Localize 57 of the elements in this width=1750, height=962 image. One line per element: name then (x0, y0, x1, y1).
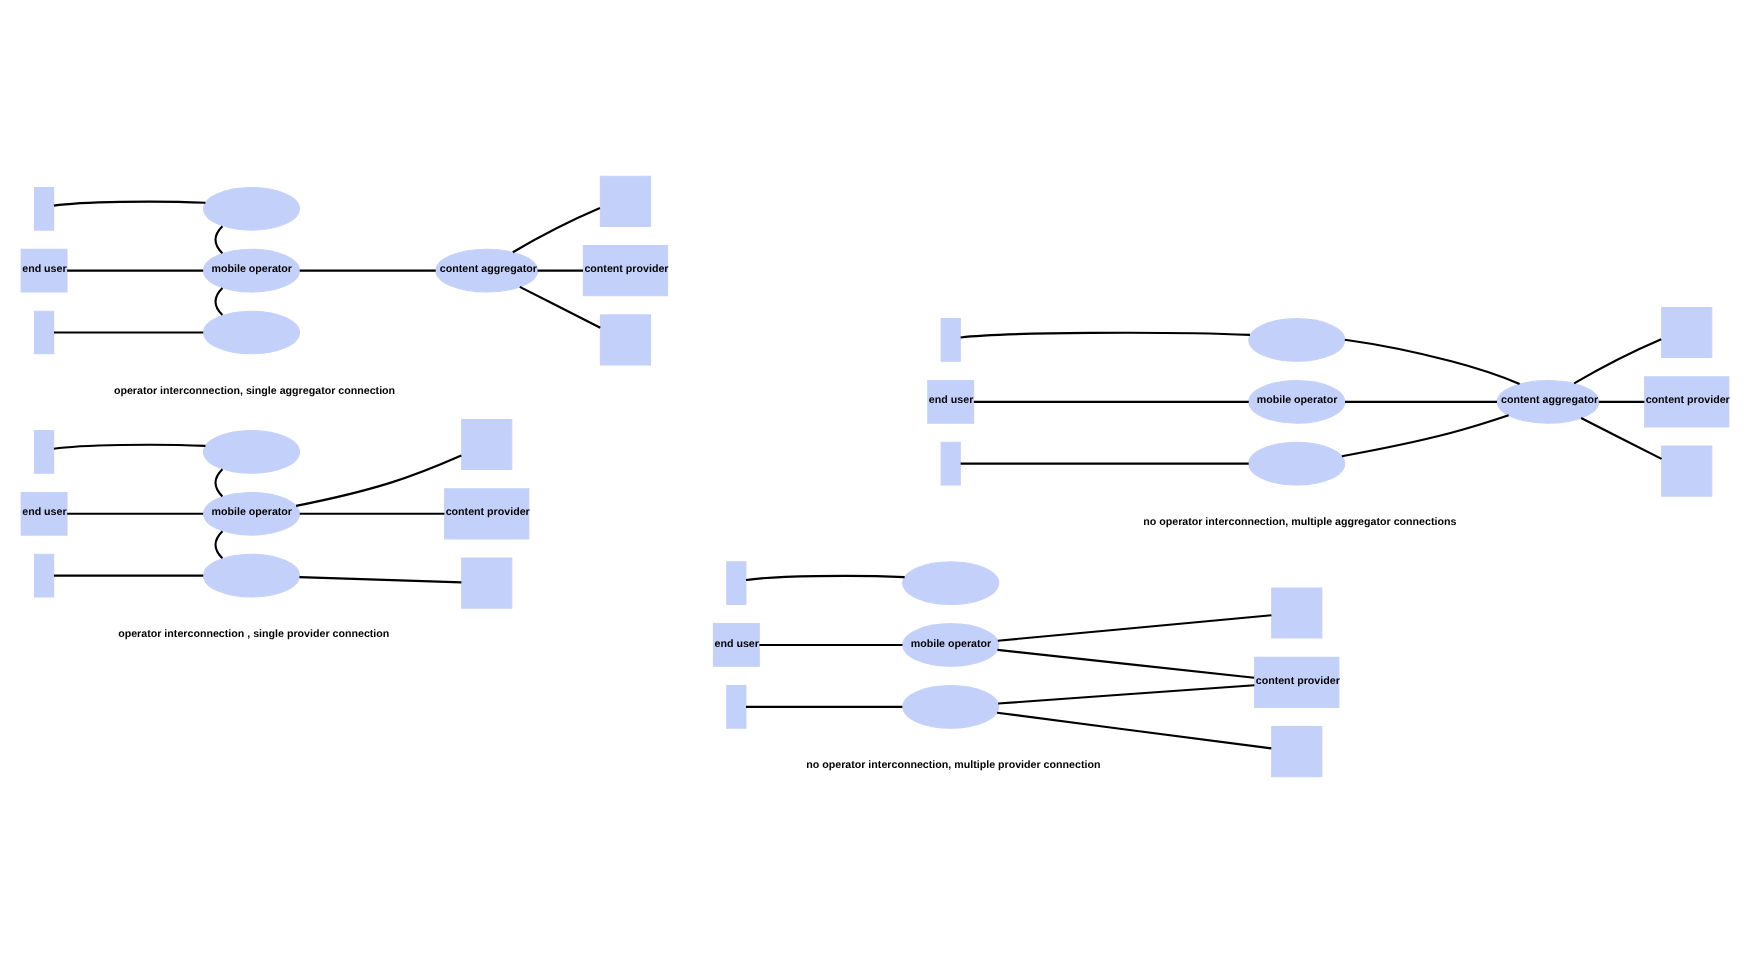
node-bar (33, 553, 55, 598)
connector (53, 443, 206, 450)
connector (299, 512, 445, 515)
connector (1598, 400, 1645, 403)
node-bar (940, 318, 961, 362)
connector (960, 331, 1250, 339)
node-ellipse (1248, 441, 1346, 486)
node-ellipse (1248, 318, 1346, 362)
connector (67, 269, 204, 272)
connector (214, 530, 224, 559)
node-ellipse (902, 684, 1000, 729)
connector (299, 269, 436, 272)
node-box (1271, 726, 1323, 778)
connector (67, 512, 204, 515)
connector (53, 331, 204, 334)
connector (1580, 417, 1662, 460)
connector (997, 648, 1255, 679)
connector (745, 574, 905, 582)
node-ellipse (202, 186, 300, 231)
connector (53, 574, 204, 577)
connector (295, 454, 462, 507)
node-box (461, 557, 513, 609)
connector (53, 200, 206, 207)
connector (519, 285, 601, 329)
connector (537, 269, 584, 272)
node-box (1661, 445, 1713, 497)
node-box (461, 418, 513, 471)
connector (997, 614, 1272, 642)
node-bar (33, 186, 55, 231)
node-ellipse (202, 310, 300, 355)
connector (973, 400, 1249, 403)
connector (512, 207, 601, 254)
node-ellipse (202, 553, 300, 598)
connector (960, 462, 1249, 465)
node-box (1271, 587, 1323, 639)
connector (996, 711, 1272, 750)
node-ellipse (202, 430, 300, 474)
connector (1573, 338, 1662, 385)
connector (746, 705, 903, 708)
connector (1341, 414, 1509, 458)
node-bar (33, 430, 55, 474)
connector (1345, 400, 1497, 403)
connector (299, 576, 462, 584)
connector (759, 643, 903, 647)
node-bar (33, 310, 55, 355)
connector (1344, 338, 1520, 385)
node-box (599, 175, 652, 227)
node-bar (726, 561, 747, 605)
connector (214, 287, 224, 316)
node-bar (726, 684, 747, 729)
connector (214, 468, 224, 498)
node-box (1661, 306, 1713, 359)
connector (998, 684, 1255, 705)
node-bar (940, 441, 961, 486)
node-box (599, 314, 652, 366)
node-ellipse (902, 561, 1000, 605)
connector (214, 225, 224, 254)
